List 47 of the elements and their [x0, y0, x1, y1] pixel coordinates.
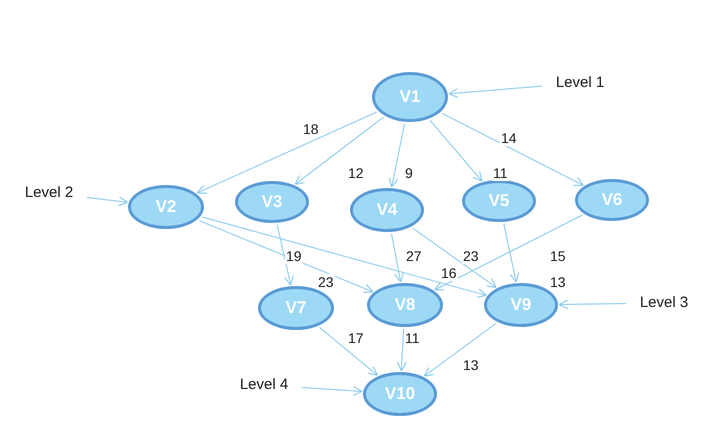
vertex-ellipse: V1 — [372, 72, 448, 122]
arrow — [276, 224, 294, 286]
edge-label: 12 — [347, 165, 365, 181]
edge-label: 14 — [500, 130, 518, 146]
arrow — [503, 223, 520, 283]
level-label: Level 3 — [630, 292, 698, 314]
arrow — [294, 116, 384, 185]
edge-label: 23 — [317, 274, 335, 290]
edge-label: 13 — [462, 357, 480, 373]
vertex-ellipse: V6 — [575, 179, 649, 221]
arrow — [448, 86, 542, 98]
level-label: Level 2 — [15, 182, 83, 204]
edge-label: 27 — [405, 248, 423, 264]
vertex-ellipse: V3 — [235, 181, 309, 223]
edge-label: 15 — [549, 248, 567, 264]
arrow — [198, 220, 374, 294]
arrow — [202, 216, 487, 298]
arrow — [424, 322, 496, 377]
arrow — [434, 214, 583, 290]
edge-label: 11 — [492, 165, 509, 181]
edge-label: 16 — [440, 265, 458, 281]
arrow — [86, 196, 128, 206]
arrow — [430, 120, 483, 182]
arrow — [396, 328, 407, 372]
arrow — [196, 112, 378, 194]
arrow — [388, 123, 406, 188]
edge-label: 19 — [285, 248, 303, 264]
arrow — [412, 228, 497, 288]
edge-label: 9 — [404, 165, 414, 181]
edge-label: 18 — [302, 121, 320, 137]
edge-label: 11 — [404, 330, 421, 346]
vertex-ellipse: V2 — [128, 185, 204, 229]
vertex-ellipse: V5 — [462, 180, 536, 222]
edge-label: 13 — [549, 274, 567, 290]
arrow — [558, 299, 626, 310]
arrow — [441, 112, 584, 186]
vertex-ellipse: V7 — [258, 286, 334, 330]
arrow — [319, 326, 378, 376]
vertex-ellipse: V8 — [367, 283, 443, 327]
level-label: Level 1 — [546, 72, 614, 94]
level-label: Level 4 — [230, 374, 298, 396]
vertex-ellipse: V4 — [350, 188, 424, 232]
edge-label: 17 — [347, 330, 365, 346]
arrow — [302, 386, 363, 396]
vertex-ellipse: V10 — [363, 372, 437, 416]
arrow — [391, 233, 404, 283]
edge-label: 23 — [462, 248, 480, 264]
